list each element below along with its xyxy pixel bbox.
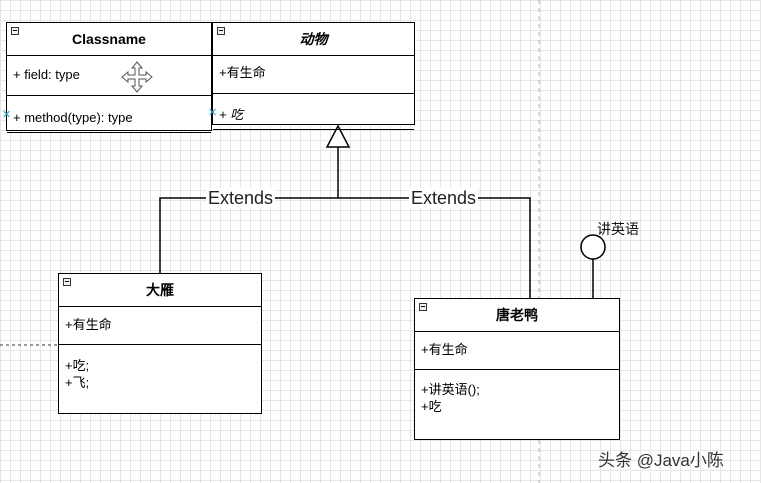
method-item: + method(type): type: [13, 110, 133, 125]
class-methods-classname[interactable]: + method(type): type: [7, 96, 211, 133]
minus-box-icon[interactable]: [217, 27, 225, 35]
class-header-wild-goose[interactable]: 大雁: [59, 274, 261, 307]
class-title-animal: 动物: [299, 31, 328, 47]
class-box-wild-goose[interactable]: 大雁 +有生命 +吃; +飞;: [58, 273, 262, 414]
attribute-item: +有生命: [219, 65, 266, 80]
method-item: +讲英语();: [421, 382, 480, 397]
method-item: + 吃: [219, 107, 244, 122]
class-box-classname[interactable]: Classname + field: type + method(type): …: [2, 22, 212, 133]
attribute-item: +有生命: [65, 317, 112, 332]
minus-box-icon[interactable]: [63, 278, 71, 286]
extends-edge-left[interactable]: [159, 197, 338, 273]
method-item: +飞;: [65, 375, 90, 390]
class-header-classname[interactable]: Classname: [7, 23, 211, 56]
class-header-donald-duck[interactable]: 唐老鸭: [415, 299, 619, 332]
class-attributes-classname[interactable]: + field: type: [7, 56, 211, 96]
extends-edge-right[interactable]: [338, 197, 531, 298]
class-title-classname: Classname: [72, 31, 146, 47]
x-connector-icon[interactable]: ✕: [208, 107, 218, 119]
minus-box-icon[interactable]: [419, 303, 427, 311]
interface-label: 讲英语: [597, 221, 639, 237]
generalization-arrow-head: [325, 124, 351, 148]
move-arrows-icon: [121, 61, 153, 93]
interface-lollipop-circle[interactable]: [580, 234, 606, 260]
class-box-donald-duck[interactable]: 唐老鸭 +有生命 +讲英语(); +吃: [414, 298, 620, 440]
minus-box-icon[interactable]: [11, 27, 19, 35]
attribute-item: + field: type: [13, 67, 80, 82]
class-attributes-donald-duck[interactable]: +有生命: [415, 332, 619, 370]
class-attributes-animal[interactable]: +有生命: [213, 56, 414, 94]
attribute-item: +有生命: [421, 342, 468, 357]
class-title-wild-goose: 大雁: [146, 282, 174, 298]
extends-label-right: Extends: [409, 188, 479, 208]
class-title-donald-duck: 唐老鸭: [496, 307, 538, 323]
class-box-animal[interactable]: 动物 +有生命 + 吃 ✕: [208, 22, 415, 130]
extends-label-left: Extends: [206, 188, 276, 208]
class-methods-animal[interactable]: + 吃: [213, 94, 414, 130]
method-item: +吃;: [65, 358, 90, 373]
watermark: 头条 @Java小陈: [598, 451, 724, 470]
x-connector-icon[interactable]: ✕: [2, 109, 12, 121]
class-methods-wild-goose[interactable]: +吃; +飞;: [59, 345, 261, 397]
class-methods-donald-duck[interactable]: +讲英语(); +吃: [415, 370, 619, 421]
class-header-animal[interactable]: 动物: [213, 23, 414, 56]
method-item: +吃: [421, 399, 442, 414]
class-attributes-wild-goose[interactable]: +有生命: [59, 307, 261, 345]
